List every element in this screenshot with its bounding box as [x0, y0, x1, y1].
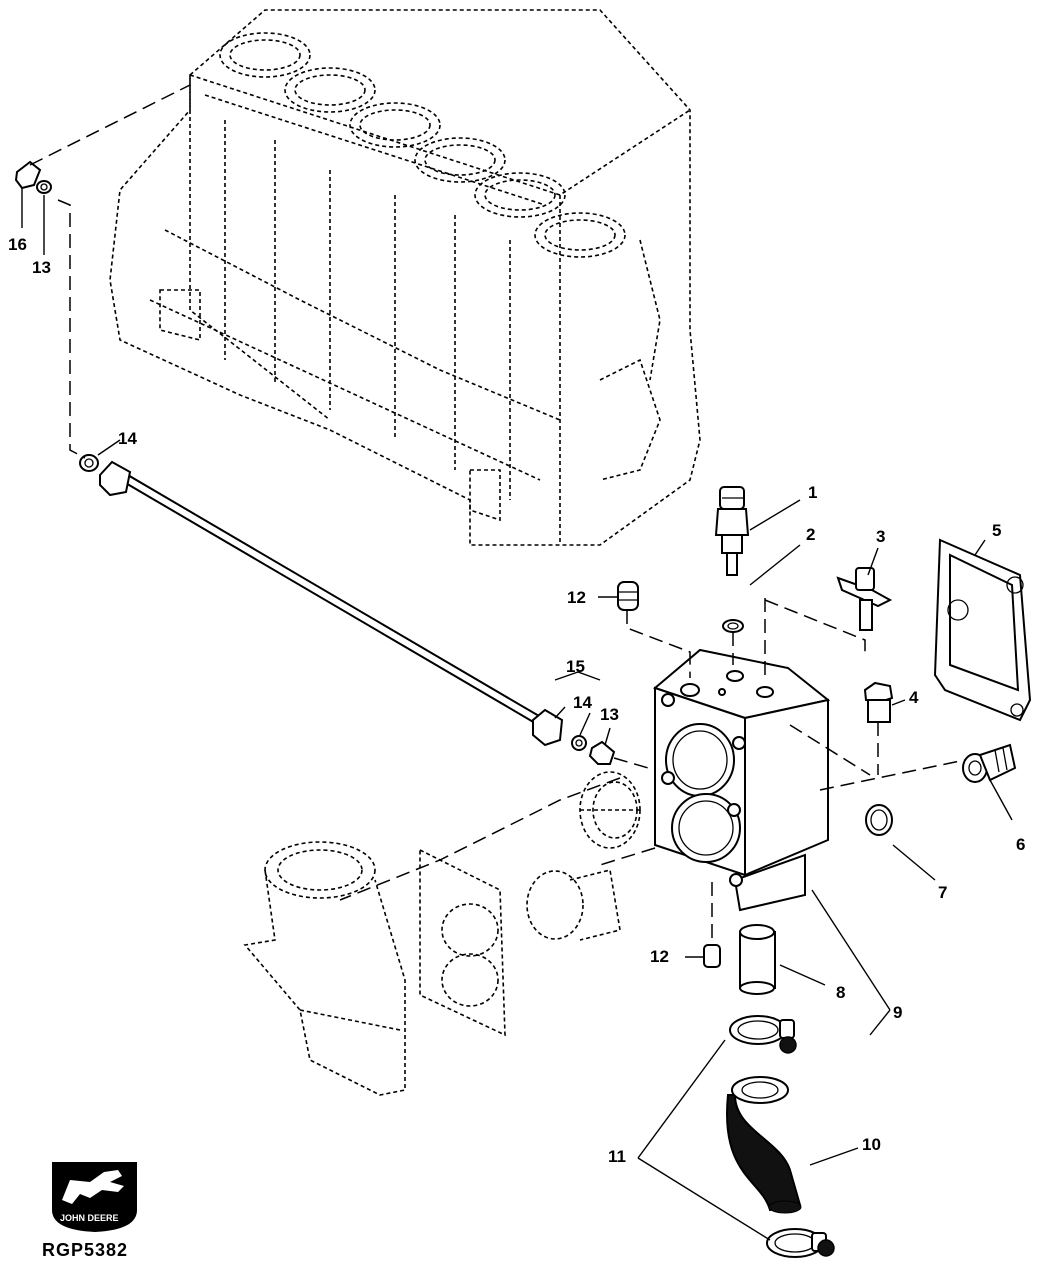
water-outlet-ghost: [243, 841, 406, 1096]
thermostat-housing-block: [652, 648, 831, 912]
o-ring-7: [865, 804, 893, 836]
connector-tube-8: [739, 924, 776, 995]
washer-14-left: [79, 454, 99, 472]
callout-14-left: 14: [118, 429, 137, 448]
engine-block-outline: [109, 9, 701, 546]
callout-1: 1: [808, 483, 817, 502]
thermostat-upper: [579, 771, 641, 849]
leader-lines: [21, 188, 1013, 1241]
callout-8: 8: [836, 983, 845, 1002]
callout-12-bottom: 12: [650, 947, 669, 966]
tube-line: [99, 460, 564, 747]
washer-14-center: [571, 735, 587, 751]
hose-10: [726, 1076, 802, 1214]
fitting-6: [962, 743, 1017, 783]
callout-15: 15: [566, 657, 585, 676]
callout-12-top: 12: [567, 588, 586, 607]
callout-5: 5: [992, 521, 1001, 540]
o-ring-2: [722, 619, 744, 633]
callout-9: 9: [893, 1003, 902, 1022]
callout-14-center: 14: [573, 693, 592, 712]
hose-clamp-11-upper: [729, 1015, 797, 1054]
callout-11: 11: [608, 1147, 626, 1166]
svg-text:JOHN DEERE: JOHN DEERE: [60, 1213, 119, 1223]
figure-id: RGP5382: [42, 1240, 128, 1260]
callout-13-center: 13: [600, 705, 619, 724]
bleed-fitting-3: [836, 567, 893, 631]
thermostat-lower: [526, 869, 621, 941]
plug-12-bottom: [703, 944, 721, 968]
plug-12-top: [617, 581, 639, 611]
connector-13-center: [588, 740, 616, 765]
outlet-gasket-ghost: [419, 848, 506, 1037]
gasket-5: [933, 538, 1032, 722]
callout-3: 3: [876, 527, 885, 546]
callout-7: 7: [938, 883, 947, 902]
elbow-fitting-16: [14, 160, 52, 194]
john-deere-logo: JOHN DEERE: [52, 1162, 137, 1232]
callout-2: 2: [806, 525, 815, 544]
hose-clamp-11-lower: [766, 1228, 835, 1258]
callout-13-upper: 13: [32, 258, 51, 277]
callout-10: 10: [862, 1135, 881, 1154]
callout-16: 16: [8, 235, 27, 254]
temperature-sender-1: [714, 486, 750, 576]
callout-4: 4: [909, 688, 919, 707]
plug-4: [863, 681, 894, 723]
callout-6: 6: [1016, 835, 1025, 854]
